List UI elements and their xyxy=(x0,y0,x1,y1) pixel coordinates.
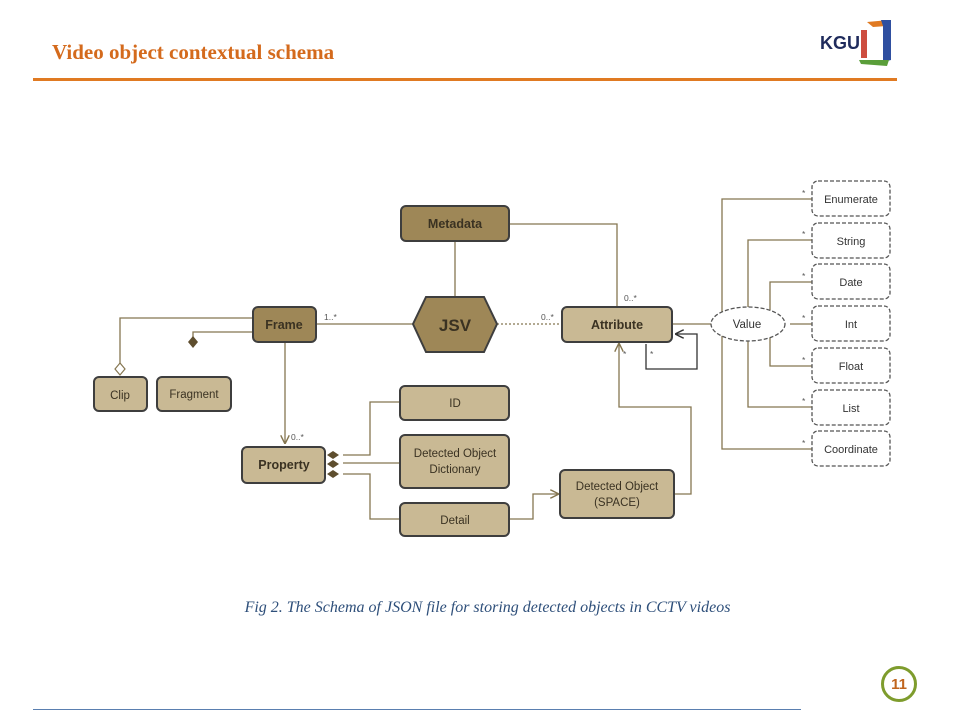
attribute-self-loop xyxy=(645,334,698,370)
mult-value-date: * xyxy=(802,271,806,281)
mult-value-coordinate: * xyxy=(802,438,806,448)
node-metadata-label: Metadata xyxy=(428,217,483,231)
value-enumerate-link xyxy=(721,198,812,324)
value-type-coordinate-label: Coordinate xyxy=(824,444,878,456)
mult-value-float: * xyxy=(802,355,806,365)
node-fragment-label: Fragment xyxy=(169,389,219,401)
space-attribute-link xyxy=(619,344,692,495)
mult-jsv-attribute: 0..* xyxy=(541,312,554,322)
property-dictionary-diamond xyxy=(327,460,339,468)
node-metadata xyxy=(400,205,510,242)
node-detected-object-space xyxy=(559,469,675,519)
node-attribute-label: Attribute xyxy=(591,318,643,332)
node-detected-object-space-line2: (SPACE) xyxy=(594,497,640,509)
value-type-coordinate xyxy=(811,430,891,467)
node-property xyxy=(241,446,326,484)
node-clip xyxy=(93,376,148,412)
fragment-composition-diamond xyxy=(188,336,198,348)
title-rule xyxy=(33,78,897,81)
node-attribute xyxy=(561,306,673,343)
node-detected-object-space-line1: Detected Object xyxy=(576,481,659,493)
mult-value-list: * xyxy=(802,396,806,406)
node-property-label: Property xyxy=(258,458,309,472)
logo-text: KGU xyxy=(820,33,860,53)
node-value-label: Value xyxy=(733,319,762,331)
property-detail-link xyxy=(343,473,400,520)
value-type-date xyxy=(811,263,891,300)
value-type-float-label: Float xyxy=(839,361,863,373)
value-type-enumerate-label: Enumerate xyxy=(824,194,878,206)
mult-attribute-self-2: * xyxy=(650,349,654,359)
node-detected-object-dictionary-line1: Detected Object xyxy=(414,448,497,460)
mult-frame-jsv: 1..* xyxy=(324,312,337,322)
node-fragment xyxy=(156,376,232,412)
property-detail-diamond xyxy=(327,470,339,478)
slide-title: Video object contextual schema xyxy=(52,40,335,64)
node-clip-label: Clip xyxy=(110,390,130,402)
value-type-int xyxy=(811,305,891,342)
node-id xyxy=(399,385,510,421)
node-detected-object-dictionary xyxy=(399,434,510,489)
value-coordinate-link xyxy=(721,324,812,450)
frame-clip-link xyxy=(119,317,253,364)
value-type-string-label: String xyxy=(837,236,866,248)
node-frame xyxy=(252,306,317,343)
property-id-diamond xyxy=(327,451,339,459)
frame-fragment-link xyxy=(192,331,253,338)
node-value xyxy=(710,306,786,342)
node-jsv xyxy=(411,296,499,353)
page-number-badge: 11 xyxy=(881,666,917,702)
mult-value-string: * xyxy=(802,229,806,239)
detail-space-link xyxy=(509,494,558,520)
value-type-date-label: Date xyxy=(839,277,862,289)
mult-value-int: * xyxy=(802,313,806,323)
metadata-attribute-link xyxy=(509,223,618,308)
node-frame-label: Frame xyxy=(265,318,303,332)
mult-value-enumerate: * xyxy=(802,188,806,198)
footer-rule xyxy=(33,709,801,710)
clip-aggregation-diamond xyxy=(114,362,126,376)
figure-caption: Fig 2. The Schema of JSON file for stori… xyxy=(244,599,731,616)
value-string-link xyxy=(747,239,812,324)
node-detected-object-dictionary-line2: Dictionary xyxy=(429,464,480,476)
value-type-float xyxy=(811,347,891,384)
node-detail xyxy=(399,502,510,537)
value-type-int-label: Int xyxy=(845,319,857,331)
value-type-list xyxy=(811,389,891,426)
mult-metadata-attribute: 0..* xyxy=(624,293,637,303)
page-number: 11 xyxy=(891,675,907,693)
value-type-list-label: List xyxy=(842,403,859,415)
node-id-label: ID xyxy=(449,398,461,410)
value-type-string xyxy=(811,222,891,259)
property-id-link xyxy=(343,401,400,456)
node-jsv-label: JSV xyxy=(439,316,472,335)
value-list-link xyxy=(747,324,812,408)
mult-frame-property: 0..* xyxy=(291,432,304,442)
mult-attribute-self-1: * xyxy=(623,349,627,359)
node-detail-label: Detail xyxy=(440,515,469,527)
kgu-logo: KGU xyxy=(815,16,901,68)
value-type-enumerate xyxy=(811,180,891,217)
connectors xyxy=(119,198,812,520)
value-type-boxes xyxy=(811,180,891,467)
